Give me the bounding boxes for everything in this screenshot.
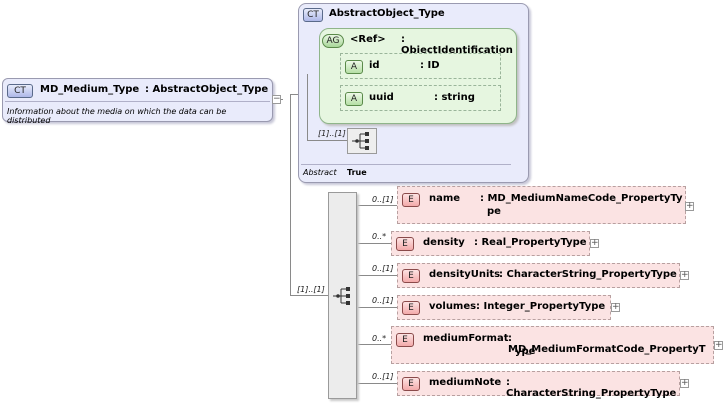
element-type: : MD_MediumFormatCode_PropertyT [508, 333, 706, 355]
element-label: mediumNote [429, 377, 502, 388]
expand-toggle-mediumnote[interactable]: + [680, 378, 689, 388]
expand-toggle-volumes[interactable]: + [611, 302, 620, 312]
element-icon: E [396, 333, 414, 347]
attribute-type: : ID [420, 60, 440, 71]
element-multiplicity: 0..* [372, 232, 387, 241]
element-type-continued: pe [487, 206, 501, 217]
connector-elem-density [357, 243, 391, 244]
connector-elem-name [357, 205, 397, 206]
attribute-id[interactable]: A id : ID [340, 53, 501, 79]
main-type-base: : AbstractObject_Type [145, 84, 269, 95]
element-type: : CharacterString_PropertyType [499, 269, 677, 280]
sequence-icon [352, 132, 369, 150]
element-icon: E [396, 237, 414, 251]
element-multiplicity: 0..[1] [372, 372, 394, 381]
expand-toggle-name[interactable]: + [685, 201, 694, 211]
attribute-uuid[interactable]: A uuid : string [340, 85, 501, 111]
element-label: mediumFormat [423, 333, 509, 344]
attribute-name: uuid [369, 92, 394, 103]
abstract-label: Abstract [303, 168, 337, 177]
abstract-object-type-box[interactable]: CT AbstractObject_Type AG <Ref> : Object… [298, 3, 529, 183]
element-icon: E [402, 269, 420, 283]
element-type: : CharacterString_PropertyType [506, 377, 677, 399]
connector-elem-mediumnote [357, 383, 397, 384]
connector-elem-volumes [357, 307, 397, 308]
element-icon: E [402, 377, 420, 391]
main-type-divider [5, 101, 270, 102]
abstract-sequence-multiplicity: [1]..[1] [318, 129, 346, 138]
attribute-icon: A [345, 92, 363, 106]
element-densityunits[interactable]: E densityUnits : CharacterString_Propert… [397, 263, 680, 288]
main-type-description: Information about the media on which the… [7, 107, 227, 125]
element-name[interactable]: E name : MD_MediumNameCode_PropertyTy pe [397, 186, 686, 224]
sequence-box[interactable] [328, 192, 357, 399]
connector-trunk [290, 94, 291, 295]
main-type-name: MD_Medium_Type [40, 84, 140, 95]
element-label: name [429, 193, 461, 204]
element-type: : MD_MediumNameCode_PropertyTy [480, 193, 683, 204]
attribute-group-icon: AG [322, 34, 344, 48]
element-multiplicity: 0..* [372, 334, 387, 343]
element-type: : Real_PropertyType [474, 237, 587, 248]
attribute-name: id [369, 60, 380, 71]
element-icon: E [402, 301, 420, 315]
main-complex-type-box[interactable]: CT MD_Medium_Type : AbstractObject_Type … [2, 78, 273, 125]
element-label: density [423, 237, 465, 248]
element-label: volumes [429, 301, 477, 312]
sequence-icon [333, 287, 350, 305]
connector-elem-mediumformat [357, 344, 391, 345]
element-density[interactable]: E density : Real_PropertyType [391, 231, 590, 256]
element-type-continued: ype [515, 346, 536, 357]
element-label: densityUnits [429, 269, 501, 280]
abstract-sequence-box[interactable] [347, 128, 377, 154]
expand-toggle-mediumformat[interactable]: + [714, 340, 723, 350]
attribute-icon: A [345, 60, 363, 74]
element-volumes[interactable]: E volumes : Integer_PropertyType [397, 295, 611, 320]
connector-to-abstract [290, 94, 298, 95]
element-icon: E [402, 193, 420, 207]
connector-seq-branch [357, 205, 358, 385]
abstract-seq-connector-h [307, 140, 347, 141]
element-multiplicity: 0..[1] [372, 195, 394, 204]
element-type: : Integer_PropertyType [476, 301, 606, 312]
abstract-footer-divider [301, 164, 511, 165]
connector-to-sequence [290, 295, 328, 296]
element-multiplicity: 0..[1] [372, 296, 394, 305]
abstract-type-name: AbstractObject_Type [329, 8, 445, 19]
complex-type-icon: CT [7, 84, 33, 98]
complex-type-icon: CT [303, 8, 323, 22]
connector-elem-densityunits [357, 275, 397, 276]
attribute-type: : string [434, 92, 475, 103]
expand-toggle-densityunits[interactable]: + [680, 270, 689, 280]
element-mediumnote[interactable]: E mediumNote : CharacterString_PropertyT… [397, 371, 680, 399]
abstract-value: True [347, 168, 367, 177]
attribute-group-type: : ObjectIdentification [401, 34, 513, 56]
attribute-group-box[interactable]: AG <Ref> : ObjectIdentification A id : I… [319, 28, 517, 124]
sequence-multiplicity: [1]..[1] [297, 285, 325, 294]
collapse-toggle-main[interactable]: − [272, 94, 281, 104]
attribute-group-ref: <Ref> [350, 34, 386, 45]
abstract-seq-connector-v [307, 74, 308, 140]
element-mediumformat[interactable]: E mediumFormat : MD_MediumFormatCode_Pro… [391, 326, 714, 364]
expand-toggle-density[interactable]: + [590, 238, 599, 248]
element-multiplicity: 0..[1] [372, 264, 394, 273]
